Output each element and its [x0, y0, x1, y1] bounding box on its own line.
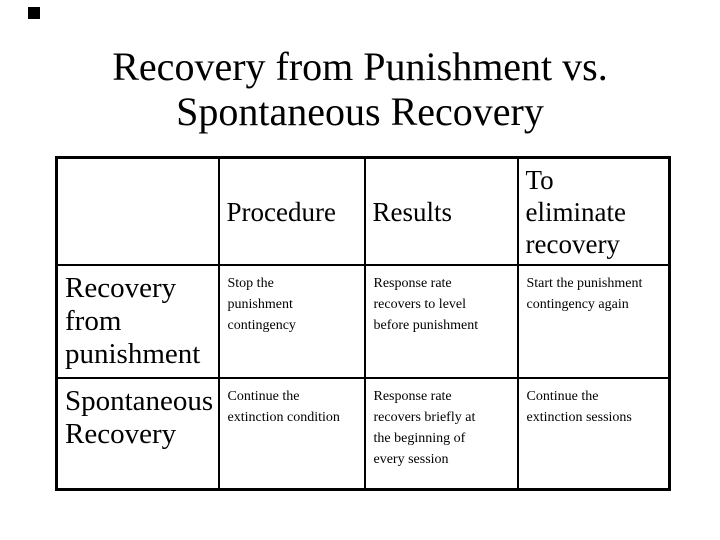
cell-results: Response rate recovers to level before p… — [363, 264, 519, 379]
cell-procedure: Continue the extinction condition — [217, 377, 366, 491]
header-results-label: Results — [372, 196, 453, 227]
cell-procedure-text: Stop the punishment contingency — [227, 276, 296, 333]
row-label-cell: Recovery from punishment — [55, 264, 220, 379]
header-to-eliminate-label: To eliminate recovery — [525, 164, 626, 259]
cell-results-text: Response rate recovers briefly at the be… — [373, 389, 476, 467]
row-label: Recovery from punishment — [65, 272, 201, 370]
cell-results: Response rate recovers briefly at the be… — [363, 377, 519, 491]
table-row-recovery-from-punishment: Recovery from punishment Stop the punish… — [55, 264, 671, 379]
header-cell-to-eliminate-recovery: To eliminate recovery — [516, 156, 671, 266]
header-empty-label — [59, 208, 217, 216]
cell-to-eliminate: Start the punishment contingency again — [516, 264, 671, 379]
row-label-cell: Spontaneous Recovery — [55, 377, 220, 491]
cell-results-text: Response rate recovers to level before p… — [373, 276, 479, 333]
cell-procedure: Stop the punishment contingency — [217, 264, 366, 379]
header-procedure-label: Procedure — [226, 196, 336, 227]
header-cell-procedure: Procedure — [217, 156, 366, 266]
comparison-table: Procedure Results To eliminate recovery … — [55, 156, 671, 491]
slide-title: Recovery from Punishment vs. Spontaneous… — [112, 44, 608, 134]
corner-square-decoration — [28, 7, 40, 19]
cell-to-eliminate-text: Start the punishment contingency again — [526, 276, 643, 312]
table-row-spontaneous-recovery: Spontaneous Recovery Continue the extinc… — [55, 377, 671, 491]
row-label: Spontaneous Recovery — [65, 385, 214, 450]
cell-procedure-text: Continue the extinction condition — [227, 389, 340, 425]
cell-to-eliminate-text: Continue the extinction sessions — [526, 389, 632, 425]
table-header-row: Procedure Results To eliminate recovery — [55, 156, 671, 266]
cell-to-eliminate: Continue the extinction sessions — [516, 377, 671, 491]
header-cell-results: Results — [363, 156, 519, 266]
header-cell-empty — [55, 156, 220, 266]
